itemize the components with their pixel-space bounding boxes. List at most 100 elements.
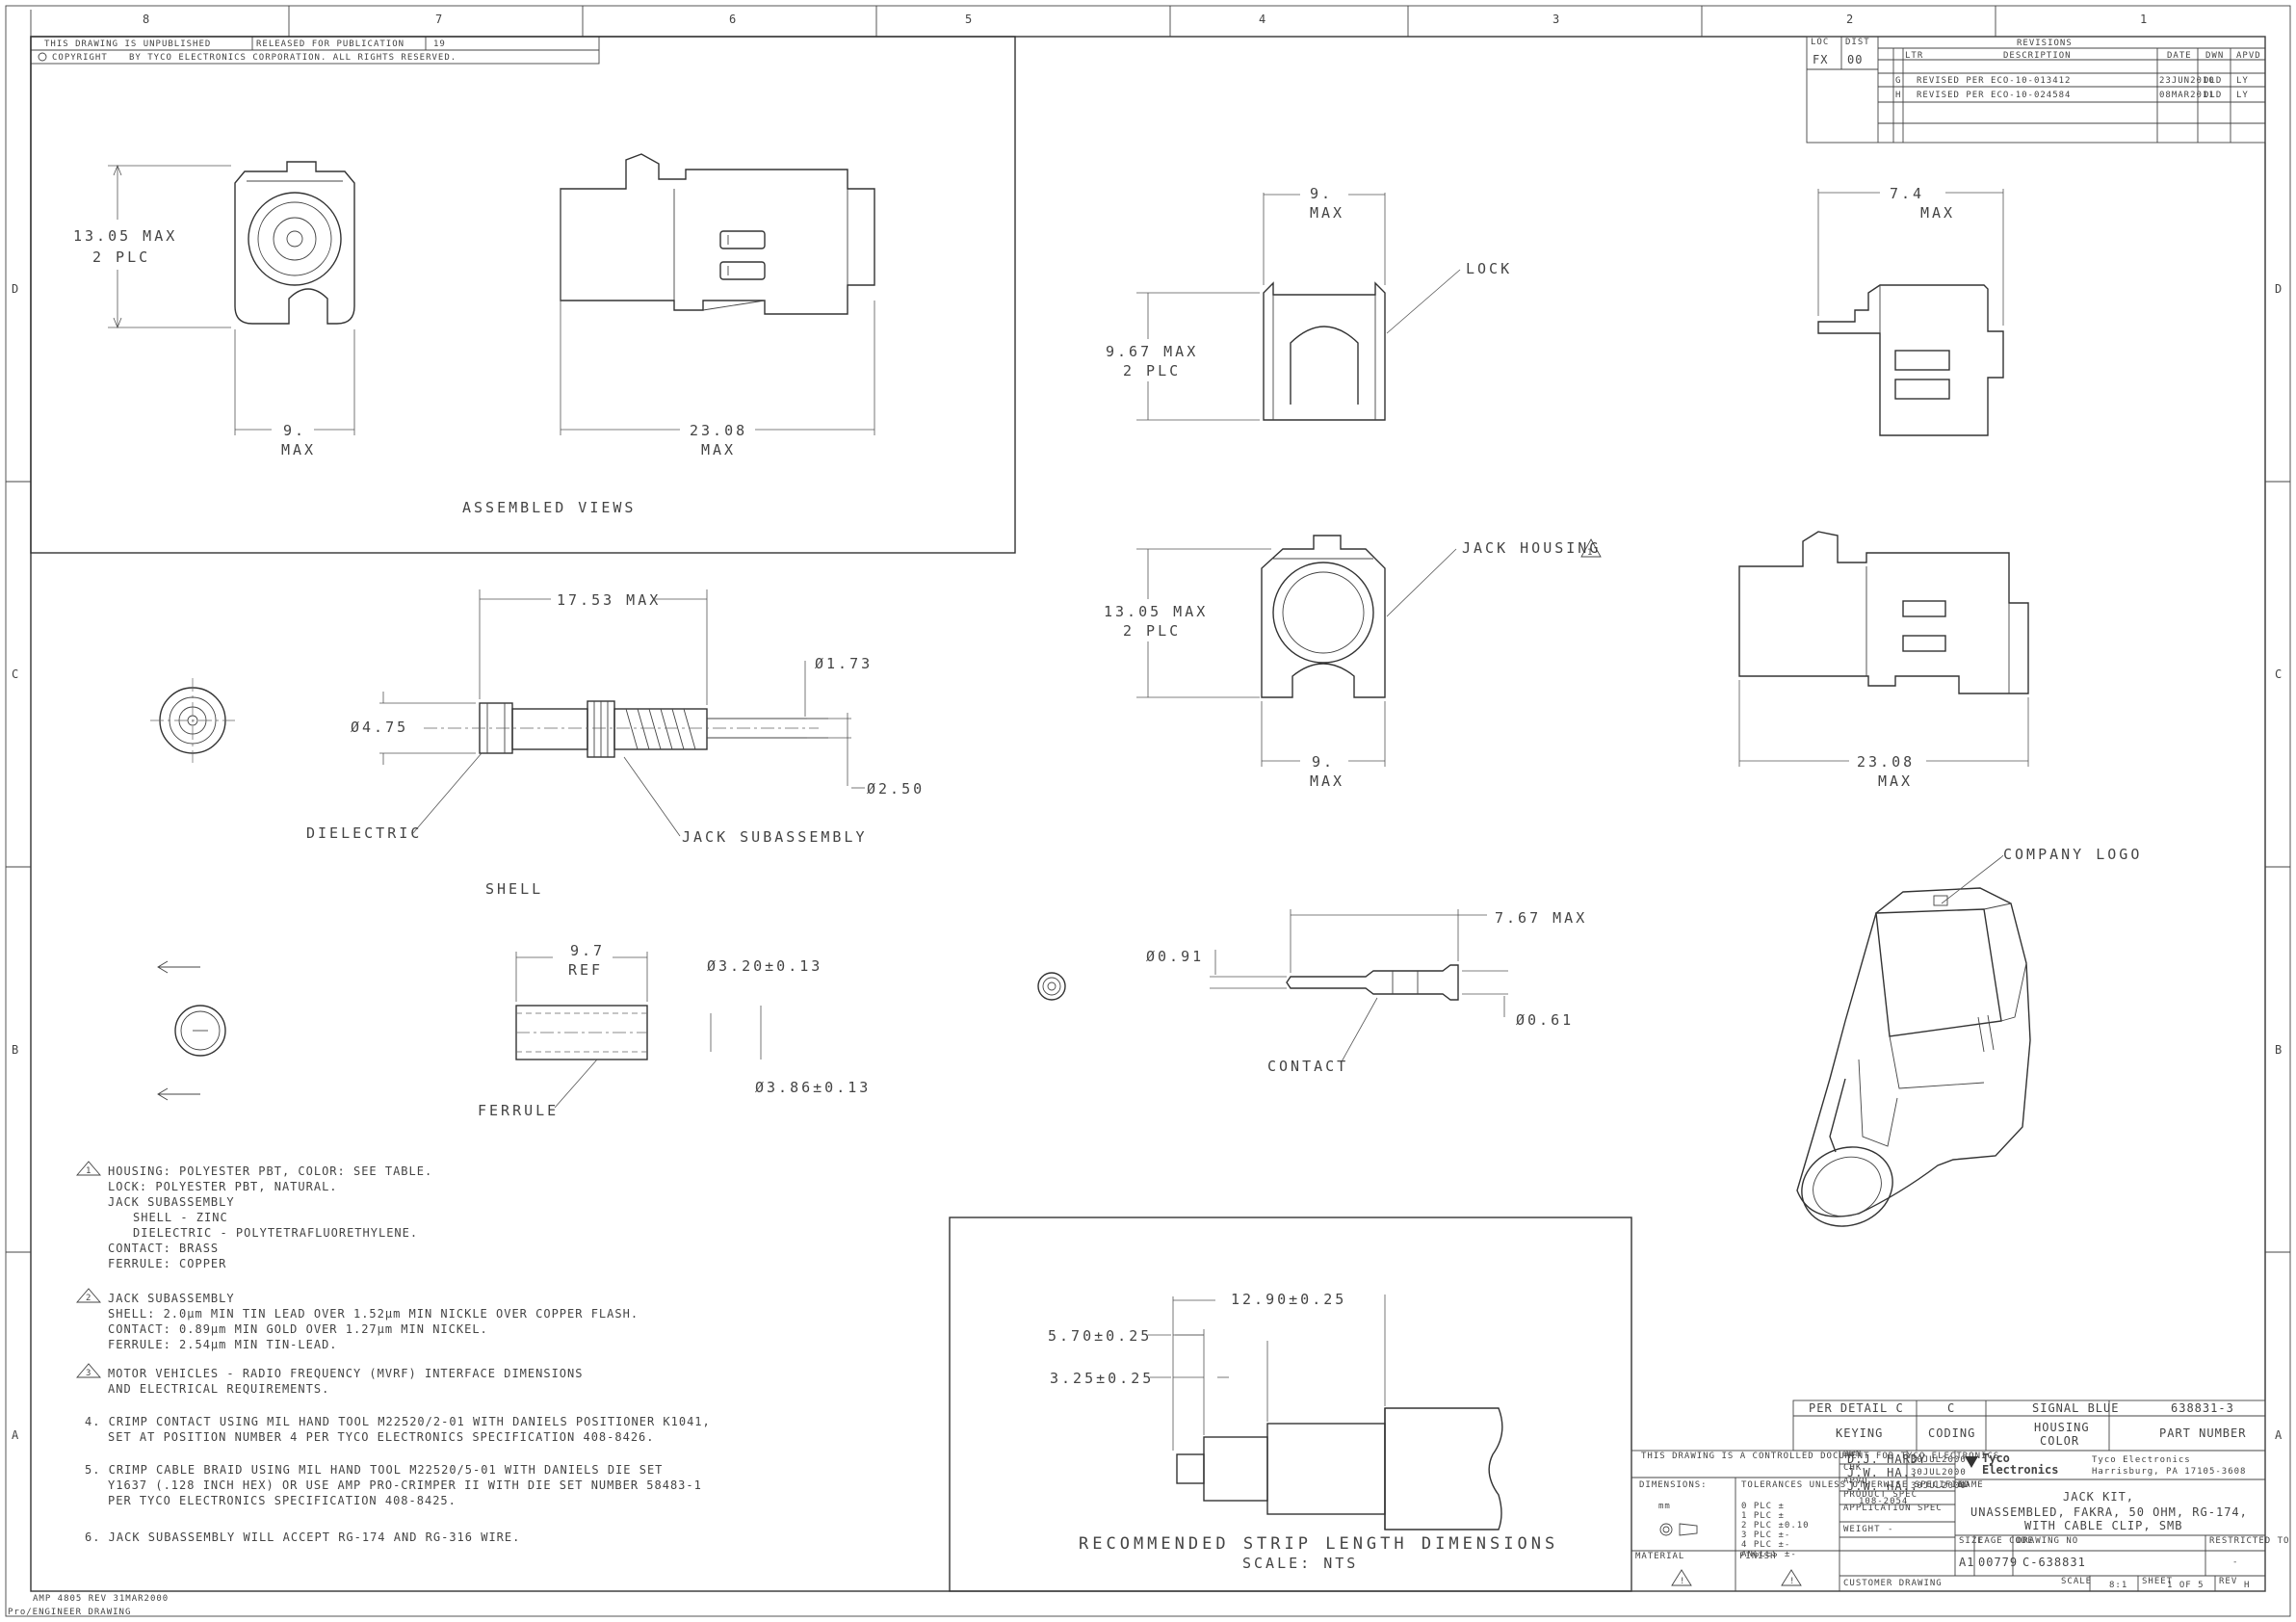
svg-text:REV: REV: [2219, 1577, 2237, 1586]
ferrule-view: 9.7 REF Ø3.20±0.13 Ø3.86±0.13 FERRULE: [478, 942, 871, 1119]
svg-text:PRODUCT SPEC: PRODUCT SPEC: [1843, 1490, 1918, 1500]
jack-subassembly-view: 17.53 MAX Ø4.75 Ø1.73 Ø2.50 DIELECTRIC J…: [306, 589, 925, 846]
inner-frame: [30, 36, 2266, 1592]
svg-text:12.90±0.25: 12.90±0.25: [1231, 1291, 1346, 1308]
jack-housing-front-view: JACK HOUSING 1 13.05 MAX 2 PLC 9. MAX: [1104, 535, 1602, 790]
svg-text:-: -: [2232, 1557, 2238, 1567]
unpublished-block: THIS DRAWING IS UNPUBLISHED RELEASED FOR…: [30, 36, 600, 65]
svg-text:13.05 MAX: 13.05 MAX: [1104, 603, 1208, 620]
svg-text:ANGLES ±-: ANGLES ±-: [1741, 1550, 1797, 1559]
svg-text:9.7: 9.7: [570, 942, 605, 959]
svg-text:PART NUMBER: PART NUMBER: [2159, 1426, 2246, 1440]
svg-text:1: 1: [86, 1166, 91, 1176]
svg-text:5.70±0.25: 5.70±0.25: [1048, 1327, 1152, 1345]
projection-symbol-icon: [1659, 1523, 1698, 1536]
part-name-line1: JACK KIT,: [2063, 1490, 2134, 1504]
svg-text:mm: mm: [1658, 1502, 1671, 1511]
svg-text:LY: LY: [2236, 91, 2249, 100]
svg-text:Ø0.91: Ø0.91: [1146, 948, 1204, 965]
assembled-views-label: ASSEMBLED VIEWS: [462, 499, 636, 516]
svg-text:2: 2: [86, 1294, 91, 1303]
svg-text:DWN: DWN: [1843, 1450, 1862, 1459]
svg-text:Tyco: Tyco: [1982, 1452, 2010, 1465]
svg-text:23.08: 23.08: [1857, 753, 1915, 771]
notes: 1 HOUSING: POLYESTER PBT, COLOR: SEE TAB…: [76, 1161, 710, 1544]
svg-text:DIST: DIST: [1845, 38, 1870, 47]
svg-text:9.: 9.: [1310, 185, 1333, 202]
svg-text:CHK: CHK: [1843, 1463, 1862, 1473]
svg-text:638831-3: 638831-3: [2171, 1401, 2234, 1415]
svg-text:Ø3.86±0.13: Ø3.86±0.13: [755, 1079, 871, 1096]
svg-text:LOCK: POLYESTER PBT, NATURAL.: LOCK: POLYESTER PBT, NATURAL.: [108, 1180, 338, 1193]
dim-13-05-top: 13.05 MAX 2 PLC: [73, 164, 231, 329]
svg-text:6. JACK SUBASSEMBLY WILL ACCEP: 6. JACK SUBASSEMBLY WILL ACCEPT RG-174 A…: [85, 1530, 520, 1544]
svg-text:SHEET: SHEET: [2142, 1577, 2173, 1586]
svg-text:9.67 MAX: 9.67 MAX: [1106, 343, 1198, 360]
svg-text:KEYING: KEYING: [1836, 1426, 1883, 1440]
svg-text:0 PLC ±: 0 PLC ±: [1741, 1502, 1785, 1511]
svg-text:DIMENSIONS:: DIMENSIONS:: [1639, 1480, 1708, 1490]
zone-a-left: A: [12, 1428, 19, 1442]
jack-subassembly-callout: JACK SUBASSEMBLY: [682, 828, 868, 846]
zone-ticks: [6, 6, 2290, 1253]
svg-text:CUSTOMER DRAWING: CUSTOMER DRAWING: [1843, 1579, 1943, 1588]
svg-text:Ø1.73: Ø1.73: [815, 655, 873, 672]
svg-text:THIS DRAWING IS UNPUBLISHED: THIS DRAWING IS UNPUBLISHED: [44, 39, 211, 49]
svg-text:00779: 00779: [1978, 1556, 2018, 1569]
svg-text:Tyco Electronics: Tyco Electronics: [2092, 1455, 2191, 1465]
zone-4: 4: [1259, 13, 1266, 26]
svg-text:DWN: DWN: [2205, 51, 2224, 61]
svg-text:WEIGHT: WEIGHT: [1843, 1525, 1881, 1534]
svg-text:08MAR2011: 08MAR2011: [2159, 91, 2215, 100]
svg-text:13.05 MAX: 13.05 MAX: [73, 227, 177, 245]
svg-text:2 PLC: 2 PLC: [1123, 362, 1181, 379]
svg-text:23.08: 23.08: [690, 422, 747, 439]
svg-text:J.W. HA..: J.W. HA..: [1847, 1479, 1918, 1493]
zone-labels-top: 8 7 6 5 4 3 2 1: [143, 13, 2147, 26]
isometric-view: COMPANY LOGO: [1796, 846, 2142, 1227]
svg-text:Ø4.75: Ø4.75: [351, 719, 408, 736]
svg-text:3.25±0.25: 3.25±0.25: [1050, 1370, 1154, 1387]
svg-text:30JUL2000: 30JUL2000: [1911, 1481, 1967, 1491]
assembled-front-view: [234, 161, 355, 325]
svg-text:Ø2.50: Ø2.50: [867, 780, 925, 798]
outer-frame: [5, 5, 2291, 1617]
svg-text:SHELL - ZINC: SHELL - ZINC: [133, 1211, 228, 1224]
svg-text:A1: A1: [1959, 1556, 1974, 1569]
svg-text:DRAWING NO: DRAWING NO: [2017, 1536, 2078, 1546]
company-logo-callout: COMPANY LOGO: [2003, 846, 2142, 863]
svg-text:H: H: [1895, 91, 1901, 100]
assembled-side-view: 23.08 MAX: [560, 153, 875, 458]
svg-text:7.4: 7.4: [1890, 185, 1924, 202]
svg-text:PER DETAIL C: PER DETAIL C: [1809, 1401, 1904, 1415]
svg-text:COPYRIGHT: COPYRIGHT: [52, 53, 108, 63]
svg-text:17.53 MAX: 17.53 MAX: [557, 591, 661, 609]
jack-end-view: [150, 678, 235, 763]
svg-text:19: 19: [433, 39, 446, 49]
svg-text:CONTACT: BRASS: CONTACT: BRASS: [108, 1242, 219, 1255]
shell-label: SHELL: [485, 880, 543, 898]
svg-text:G: G: [1895, 76, 1901, 86]
ferrule-callout: FERRULE: [478, 1102, 559, 1119]
svg-text:JACK SUBASSEMBLY: JACK SUBASSEMBLY: [108, 1292, 235, 1305]
svg-text:J.W. HA..: J.W. HA..: [1847, 1466, 1918, 1479]
svg-text:NAME: NAME: [1959, 1480, 1984, 1490]
svg-text:D.J. HARDY: D.J. HARDY: [1847, 1452, 1926, 1466]
svg-text:1 OF 5: 1 OF 5: [2167, 1581, 2205, 1590]
svg-text:Harrisburg, PA 17105-3608: Harrisburg, PA 17105-3608: [2092, 1467, 2246, 1477]
strip-length-title: RECOMMENDED STRIP LENGTH DIMENSIONS: [1079, 1534, 1558, 1554]
shell-end-view: [157, 960, 226, 1101]
svg-text:THIS DRAWING IS A CONTROLLED D: THIS DRAWING IS A CONTROLLED DOCUMENT FO…: [1641, 1452, 1999, 1461]
dist-value: 00: [1847, 53, 1863, 66]
svg-text:FERRULE: COPPER: FERRULE: COPPER: [108, 1257, 226, 1270]
strip-length-box: [949, 1216, 1632, 1592]
svg-text:APVD: APVD: [2236, 51, 2261, 61]
svg-text:MATERIAL: MATERIAL: [1635, 1552, 1684, 1561]
svg-text:30JUL2000: 30JUL2000: [1911, 1455, 1967, 1465]
part-name-line3: WITH CABLE CLIP, SMB: [2024, 1519, 2183, 1532]
zone-2: 2: [1846, 13, 1854, 26]
assembled-views-box: [30, 36, 1016, 554]
svg-text:3 PLC ±-: 3 PLC ±-: [1741, 1530, 1790, 1540]
contact-callout: CONTACT: [1267, 1058, 1348, 1075]
svg-text:COLOR: COLOR: [2040, 1434, 2079, 1448]
